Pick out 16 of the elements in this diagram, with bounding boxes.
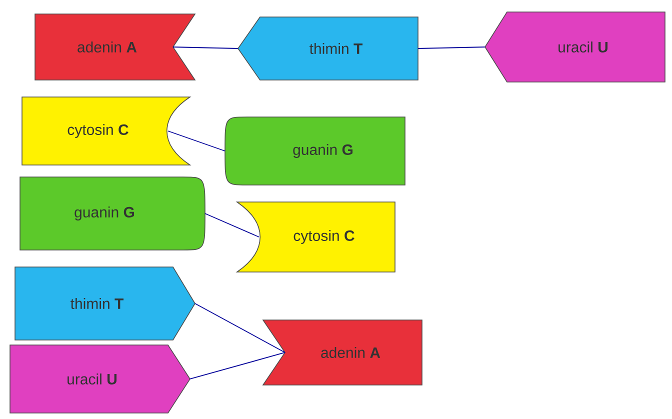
connector-line	[418, 46, 486, 49]
base-tag: adenin A	[262, 320, 422, 386]
base-tag: cytosin C	[236, 202, 396, 272]
base-tag: uracil U	[484, 12, 666, 82]
connector-line	[168, 130, 226, 152]
connector-line	[204, 213, 260, 238]
base-tag: thimin T	[238, 16, 418, 80]
base-tag: uracil U	[10, 344, 190, 414]
connector-line	[194, 303, 286, 353]
base-tag: thimin T	[14, 266, 196, 340]
connector-line	[172, 46, 238, 49]
connector-line	[190, 352, 286, 380]
base-tag: guanin G	[20, 176, 206, 250]
base-tag: guanin G	[224, 116, 406, 186]
base-tag: adenin A	[34, 14, 196, 80]
base-tag: cytosin C	[22, 96, 190, 166]
